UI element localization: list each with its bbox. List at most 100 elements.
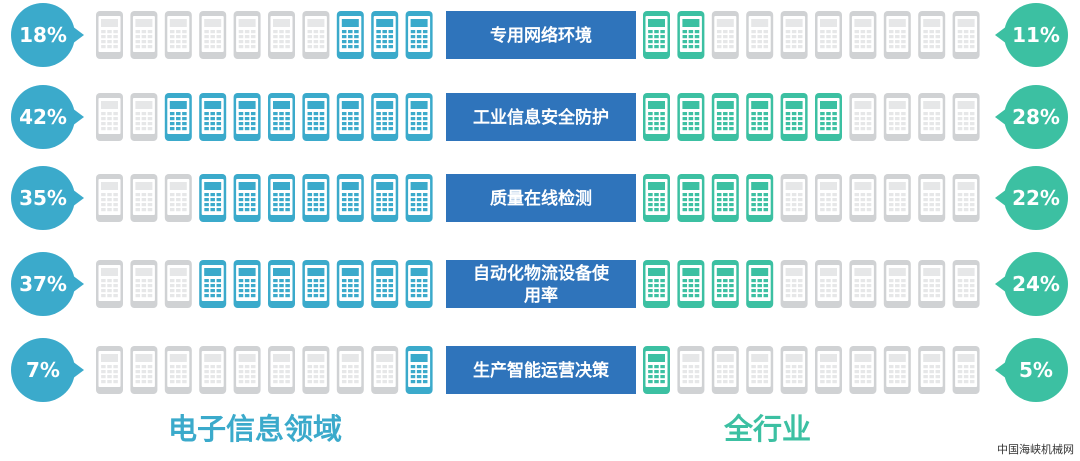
left-phone-icon-r3-c5 bbox=[268, 260, 295, 308]
left-phone-icon-r0-c1 bbox=[130, 11, 158, 59]
right-phone-icon-r3-c7 bbox=[883, 260, 911, 308]
left-phone-icon-r4-c6 bbox=[302, 346, 330, 394]
right-phone-icon-r3-c0 bbox=[643, 260, 670, 308]
right-phone-icon-r0-c8 bbox=[918, 11, 946, 59]
left-phone-icon-r0-c3 bbox=[199, 11, 227, 59]
right-value-bubble-3: 24% bbox=[995, 252, 1068, 316]
left-phone-icon-r2-c0 bbox=[96, 174, 123, 222]
left-phone-icon-r2-c8 bbox=[371, 174, 399, 222]
right-phone-icon-r0-c1 bbox=[677, 11, 705, 59]
right-phone-icon-r0-c9 bbox=[952, 11, 980, 59]
category-label-0-line-0: 专用网络环境 bbox=[490, 25, 592, 46]
left-phone-icon-r0-c6 bbox=[302, 11, 330, 59]
right-value-bubble-1-text: 28% bbox=[1012, 105, 1060, 129]
right-value-bubble-3-text: 24% bbox=[1012, 272, 1060, 296]
right-phone-icon-r4-c2 bbox=[711, 346, 739, 394]
left-phone-icon-r1-c4 bbox=[233, 93, 261, 141]
right-phone-icon-r3-c1 bbox=[677, 260, 705, 308]
category-label-2-line-0: 质量在线检测 bbox=[490, 188, 592, 209]
right-phone-icon-r3-c4 bbox=[780, 260, 808, 308]
left-phone-icon-r2-c1 bbox=[130, 174, 158, 222]
right-phone-icon-r4-c1 bbox=[677, 346, 705, 394]
left-series-legend-label: 电子信息领域 bbox=[168, 412, 343, 446]
right-phone-icon-r2-c3 bbox=[746, 174, 774, 222]
left-phone-icon-r1-c1 bbox=[130, 93, 158, 141]
right-phone-icon-r4-c4 bbox=[780, 346, 808, 394]
right-phone-icon-r1-c5 bbox=[815, 93, 842, 141]
right-phone-icon-r2-c6 bbox=[849, 174, 877, 222]
right-value-bubble-2: 22% bbox=[995, 166, 1068, 230]
left-value-bubble-0: 18% bbox=[11, 3, 84, 67]
category-label-1: 工业信息安全防护 bbox=[446, 93, 636, 141]
left-phone-icon-r1-c2 bbox=[164, 93, 192, 141]
left-phone-icon-r2-c9 bbox=[405, 174, 433, 222]
left-phone-icon-r4-c5 bbox=[268, 346, 295, 394]
category-label-2: 质量在线检测 bbox=[446, 174, 636, 222]
category-label-1-line-0: 工业信息安全防护 bbox=[473, 107, 609, 128]
left-phone-icon-r0-c9 bbox=[405, 11, 433, 59]
left-phone-icon-r1-c7 bbox=[336, 93, 364, 141]
left-value-bubble-1-text: 42% bbox=[19, 105, 67, 129]
right-phone-icon-r3-c6 bbox=[849, 260, 877, 308]
left-phone-icon-r3-c3 bbox=[199, 260, 227, 308]
right-phone-icon-r1-c4 bbox=[780, 93, 808, 141]
left-phone-icon-r3-c6 bbox=[302, 260, 330, 308]
right-value-bubble-4-text: 5% bbox=[1019, 358, 1053, 382]
right-phone-icon-r0-c3 bbox=[746, 11, 774, 59]
left-phone-icon-r2-c3 bbox=[199, 174, 227, 222]
left-phone-icon-r1-c0 bbox=[96, 93, 123, 141]
right-phone-icon-r4-c7 bbox=[883, 346, 911, 394]
right-phone-icon-r1-c1 bbox=[677, 93, 705, 141]
category-label-0: 专用网络环境 bbox=[446, 11, 636, 59]
right-phone-icon-r2-c7 bbox=[883, 174, 911, 222]
right-phone-icon-r4-c6 bbox=[849, 346, 877, 394]
left-value-bubble-0-text: 18% bbox=[19, 23, 67, 47]
left-phone-icon-r2-c4 bbox=[233, 174, 261, 222]
right-value-bubble-0-text: 11% bbox=[1012, 23, 1060, 47]
left-phone-icon-r1-c3 bbox=[199, 93, 227, 141]
right-phone-icon-r3-c3 bbox=[746, 260, 774, 308]
left-phone-icon-r3-c8 bbox=[371, 260, 399, 308]
right-phone-icon-r2-c9 bbox=[952, 174, 980, 222]
left-phone-icon-r2-c5 bbox=[268, 174, 295, 222]
right-phone-icon-r1-c3 bbox=[746, 93, 774, 141]
right-phone-icon-r0-c6 bbox=[849, 11, 877, 59]
left-phone-icon-r4-c7 bbox=[336, 346, 364, 394]
right-phone-icon-r4-c3 bbox=[746, 346, 774, 394]
left-phone-icon-r1-c9 bbox=[405, 93, 433, 141]
left-phone-icon-r2-c2 bbox=[164, 174, 192, 222]
right-phone-icon-r0-c2 bbox=[711, 11, 739, 59]
right-phone-icon-r1-c7 bbox=[883, 93, 911, 141]
left-phone-icon-r0-c7 bbox=[336, 11, 364, 59]
right-value-bubble-4: 5% bbox=[995, 338, 1068, 402]
right-value-bubble-1: 28% bbox=[995, 85, 1068, 149]
right-phone-icon-r3-c5 bbox=[815, 260, 842, 308]
right-value-bubble-0: 11% bbox=[995, 3, 1068, 67]
right-phone-icon-r4-c0 bbox=[643, 346, 670, 394]
category-label-4: 生产智能运营决策 bbox=[446, 346, 636, 394]
left-phone-icon-r2-c6 bbox=[302, 174, 330, 222]
right-phone-icon-r2-c1 bbox=[677, 174, 705, 222]
watermark-text: 中国海峡机械网 bbox=[997, 443, 1074, 456]
right-phone-icon-r0-c0 bbox=[643, 11, 670, 59]
left-value-bubble-3-text: 37% bbox=[19, 272, 67, 296]
left-phone-icon-r0-c4 bbox=[233, 11, 261, 59]
right-phone-icon-r3-c2 bbox=[711, 260, 739, 308]
right-phone-icon-r4-c8 bbox=[918, 346, 946, 394]
left-phone-icon-r1-c5 bbox=[268, 93, 295, 141]
right-series-legend-label: 全行业 bbox=[724, 412, 812, 446]
left-phone-icon-r3-c9 bbox=[405, 260, 433, 308]
right-phone-icon-r2-c0 bbox=[643, 174, 670, 222]
right-phone-icon-r1-c0 bbox=[643, 93, 670, 141]
left-phone-icon-r4-c3 bbox=[199, 346, 227, 394]
right-phone-icon-r0-c4 bbox=[780, 11, 808, 59]
left-phone-icon-r0-c2 bbox=[164, 11, 192, 59]
right-value-bubble-2-text: 22% bbox=[1012, 186, 1060, 210]
left-value-bubble-2: 35% bbox=[11, 166, 84, 230]
right-phone-icon-r4-c5 bbox=[815, 346, 842, 394]
category-label-4-line-0: 生产智能运营决策 bbox=[473, 360, 610, 381]
left-value-bubble-2-text: 35% bbox=[19, 186, 67, 210]
left-phone-icon-r1-c8 bbox=[371, 93, 399, 141]
